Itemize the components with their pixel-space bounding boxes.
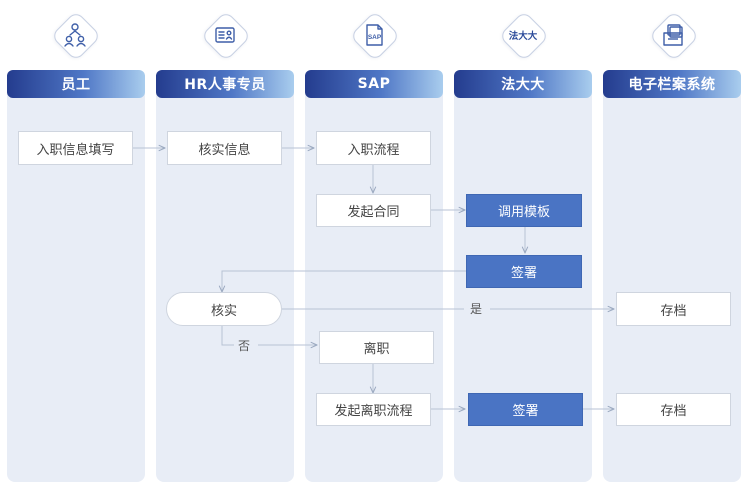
node-initiate-contract: 发起合同 bbox=[316, 194, 431, 227]
lane-header-sap: SAP bbox=[305, 70, 443, 98]
lane-header-employee: 员工 bbox=[7, 70, 145, 98]
node-verify-info: 核实信息 bbox=[167, 131, 282, 165]
edge-label-no: 否 bbox=[238, 339, 251, 353]
node-verify-decision: 核实 bbox=[166, 292, 282, 326]
node-call-template: 调用模板 bbox=[466, 194, 582, 227]
node-resign: 离职 bbox=[319, 331, 434, 364]
people-icon bbox=[50, 10, 102, 62]
lane-header-archive-system: 电子栏案系统 bbox=[603, 70, 741, 98]
sap-icon-text: SAP bbox=[368, 34, 382, 41]
node-sign-2: 签署 bbox=[468, 393, 583, 426]
node-archive-1: 存档 bbox=[616, 292, 731, 326]
node-sign-1: 签署 bbox=[466, 255, 582, 288]
edge-label-yes: 是 bbox=[470, 302, 483, 316]
node-entry-info: 入职信息填写 bbox=[18, 131, 133, 165]
id-card-icon bbox=[200, 10, 252, 62]
node-resign-flow: 发起离职流程 bbox=[316, 393, 431, 426]
lane-header-fadada: 法大大 bbox=[454, 70, 592, 98]
sap-document-icon: SAP bbox=[349, 10, 401, 62]
lane-header-hr: HR人事专员 bbox=[156, 70, 294, 98]
fadada-logo: 法大大 bbox=[498, 10, 550, 62]
fadada-logo-text: 法大大 bbox=[509, 30, 538, 42]
node-onboard-flow: 入职流程 bbox=[316, 131, 431, 165]
archive-folder-icon bbox=[648, 10, 700, 62]
node-archive-2: 存档 bbox=[616, 393, 731, 426]
